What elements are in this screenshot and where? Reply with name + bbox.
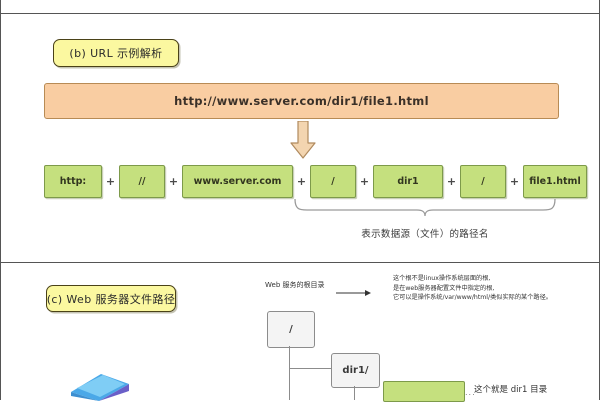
down-arrow-icon [289, 120, 317, 159]
token-separator: + [168, 175, 179, 188]
tree-line-root-vertical [289, 346, 291, 400]
url-example-bar: http://www.server.com/dir1/file1.html [44, 83, 559, 119]
section-c-label: (c) Web 服务器文件路径 [46, 285, 176, 312]
middle-divider [1, 262, 600, 263]
url-token: http: [44, 165, 102, 198]
explanation-line-2: 是在web服务器配置文件中指定的根, [393, 284, 495, 292]
path-brace-icon [293, 198, 557, 217]
url-token: file1.html [523, 165, 587, 198]
url-token: / [460, 165, 506, 198]
token-separator: + [446, 175, 457, 188]
web-root-note: Web 服务的根目录 [265, 281, 325, 289]
tree-node-dir1: dir1/ [331, 353, 380, 388]
token-separator: + [359, 175, 370, 188]
url-text: http://www.server.com/dir1/file1.html [174, 94, 429, 108]
tree-line-dir1-vertical [354, 386, 356, 400]
explanation-line-1: 这个根不是linux操作系统层面的根, [393, 275, 491, 282]
token-separator: + [509, 175, 520, 188]
server-disk-icon [67, 372, 137, 402]
url-token-row: http:+//+www.server.com+/+dir1+/+file1.h… [44, 165, 587, 198]
url-token: www.server.com [182, 165, 293, 198]
top-divider [1, 13, 600, 14]
right-arrow-icon [336, 283, 372, 296]
path-brace-caption: 表示数据源（文件）的路径名 [361, 229, 489, 240]
chip-dots: ... [465, 388, 476, 397]
explanation-line-3: 它可以是操作系统/var/www/html/类似实际的某个路径。 [393, 294, 552, 302]
url-token: dir1 [373, 165, 443, 198]
dir1-chip-note: 这个就是 dir1 目录 [474, 385, 548, 395]
section-b-label: (b) URL 示例解析 [53, 39, 179, 67]
tree-line-root-to-dir1 [289, 368, 332, 370]
token-separator: + [296, 175, 307, 188]
web-root-explanation: 这个根不是linux操作系统层面的根, 是在web服务器配置文件中指定的根, 它… [393, 274, 597, 303]
dir1-green-chip [383, 381, 465, 402]
tree-node-root: / [267, 311, 315, 348]
token-separator: + [105, 175, 116, 188]
url-token: / [310, 165, 356, 198]
url-token: // [119, 165, 165, 198]
